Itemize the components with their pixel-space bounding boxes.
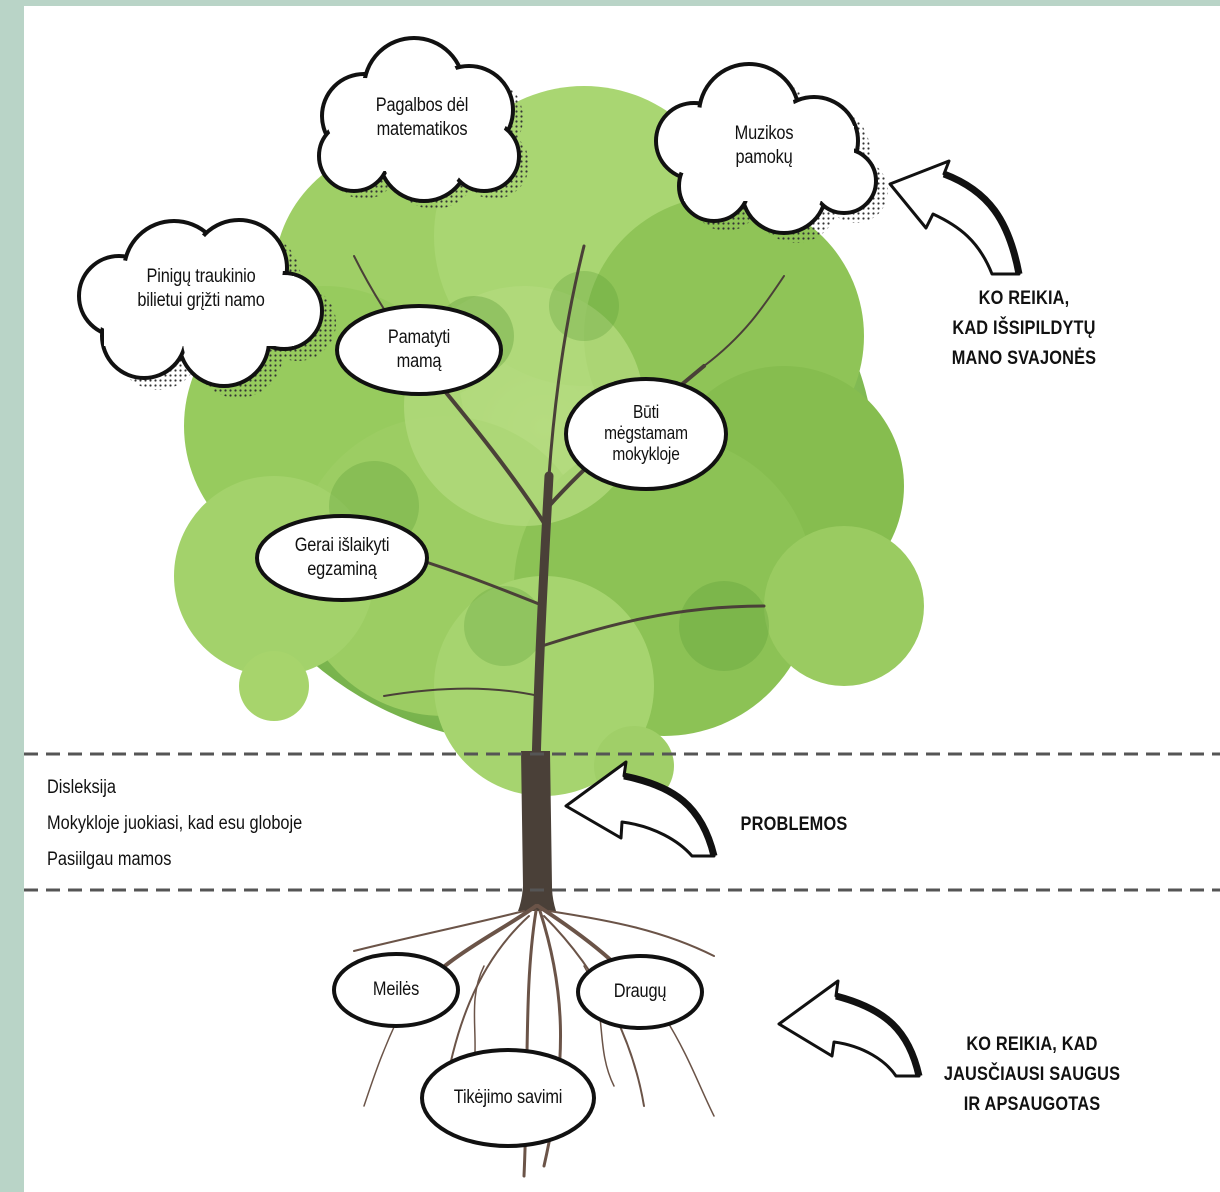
tree-branches <box>353 244 785 771</box>
cloud-train-money <box>77 218 336 398</box>
problem-item: Pasiilgau mamos <box>47 849 172 870</box>
problems-list: Disleksija Mokykloje juokiasi, kad esu g… <box>47 770 302 878</box>
arrow-dreams-icon <box>888 159 1023 276</box>
oval-self-belief <box>420 1048 596 1148</box>
cloud-math-help <box>317 36 529 209</box>
tree-trunk <box>518 751 556 911</box>
oval-see-mom <box>335 304 503 396</box>
tree-diagram <box>24 36 1220 1178</box>
oval-love-label: Meilės <box>372 979 420 1000</box>
arrow-safety-icon <box>777 979 923 1078</box>
problem-item: Disleksija <box>47 777 117 798</box>
oval-friends-label: Draugų <box>613 981 667 1002</box>
oval-friends <box>576 954 704 1030</box>
oval-self-belief-label: Tikėjimo savimi <box>453 1087 563 1108</box>
problem-item: Mokykloje juokiasi, kad esu globoje <box>47 813 303 834</box>
oval-pass-exam <box>255 514 429 602</box>
caption-problems: PROBLEMOS <box>740 814 848 835</box>
oval-liked-at-school <box>564 377 728 491</box>
arrow-problems-icon <box>564 760 718 858</box>
oval-love <box>332 952 460 1028</box>
cloud-music-lessons <box>654 62 888 243</box>
